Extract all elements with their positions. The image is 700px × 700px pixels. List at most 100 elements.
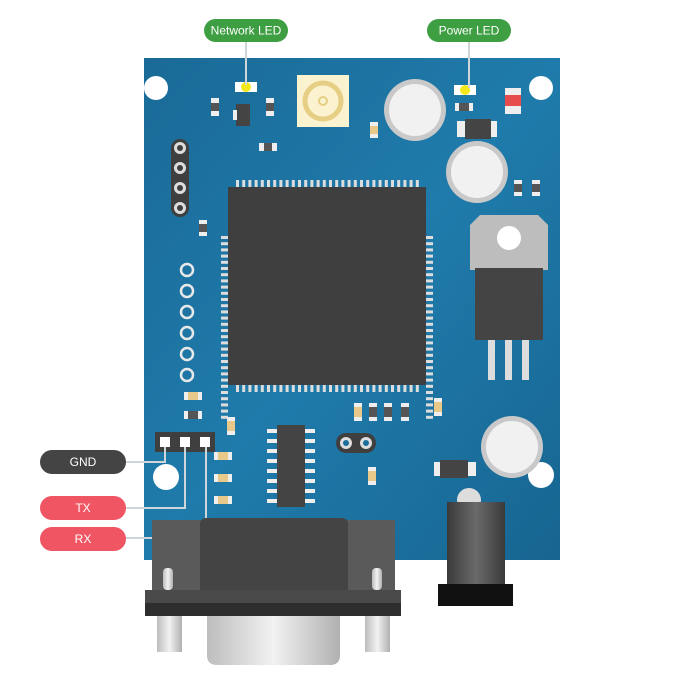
chip-pin	[341, 385, 345, 392]
through-hole	[179, 304, 195, 320]
chip-pin	[384, 385, 388, 392]
chip-pin	[221, 310, 228, 314]
chip-pin	[426, 260, 433, 264]
chip-pin	[347, 385, 351, 392]
chip-pin	[221, 248, 228, 252]
chip-pin	[426, 391, 433, 394]
chip-pin	[305, 459, 315, 463]
chip-pin	[310, 385, 314, 392]
chip-pin	[279, 385, 283, 392]
chip-pin	[221, 341, 228, 345]
chip-pin	[221, 397, 228, 401]
chip-pin	[426, 360, 433, 363]
chip-pin	[221, 378, 228, 382]
chip-pin	[403, 180, 407, 187]
chip-pin	[221, 347, 228, 351]
chip-pin	[415, 180, 419, 187]
chip-pin	[353, 180, 357, 187]
chip-pin	[426, 273, 433, 277]
chip-pin	[267, 385, 270, 392]
mounting-holes	[144, 76, 554, 490]
chip-pin	[267, 469, 277, 473]
chip-pin	[298, 385, 301, 392]
chip-pin	[221, 236, 228, 239]
chip-pin	[426, 279, 433, 283]
chip-pin	[347, 180, 351, 187]
chip-pin	[378, 385, 382, 392]
chip-pin	[221, 291, 228, 295]
chip-pin	[426, 322, 433, 326]
chip-pin	[221, 242, 228, 246]
chip-pin	[335, 180, 339, 187]
network-led-label: Network LED	[204, 19, 288, 42]
chip-pin	[298, 180, 301, 187]
chip-pin	[426, 335, 433, 339]
gnd-label: GND	[40, 450, 126, 474]
chip-pin	[409, 385, 413, 392]
chip-pin	[426, 236, 433, 239]
chip-pin	[335, 385, 339, 392]
chip-pin	[221, 360, 228, 363]
microcontroller-chip	[221, 180, 433, 419]
chip-pin	[221, 298, 228, 301]
chip-pin	[415, 385, 419, 392]
chip-pin	[360, 180, 363, 187]
chip-pin	[316, 385, 320, 392]
chip-pin	[285, 180, 289, 187]
chip-pin	[391, 180, 394, 187]
chip-pin	[322, 180, 326, 187]
voltage-regulator	[470, 215, 548, 380]
chip-pin	[305, 429, 315, 433]
serial-transceiver-chip	[267, 425, 315, 507]
antenna-connector	[297, 75, 349, 127]
chip-pin	[426, 298, 433, 301]
chip-pin	[221, 254, 228, 258]
chip-pin	[426, 384, 433, 388]
chip-pin	[305, 479, 315, 483]
chip-pin	[372, 385, 376, 392]
chip-pin	[260, 180, 264, 187]
through-hole	[179, 325, 195, 341]
chip-pin	[221, 372, 228, 376]
chip-pin	[378, 180, 382, 187]
rx-label: RX	[40, 527, 126, 551]
chip-pin	[236, 385, 239, 392]
chip-pin	[242, 385, 246, 392]
chip-pin	[426, 347, 433, 351]
chip-pin	[360, 385, 363, 392]
chip-pin	[260, 385, 264, 392]
chip-pin	[273, 385, 277, 392]
chip-pin	[426, 341, 433, 345]
chip-pin	[291, 180, 295, 187]
chip-pin	[397, 385, 401, 392]
chip-pin	[366, 385, 370, 392]
chip-pin	[426, 353, 433, 357]
serial-header	[155, 432, 215, 452]
chip-pin	[285, 385, 289, 392]
chip-pin	[305, 499, 315, 503]
chip-pin	[426, 366, 433, 370]
chip-pin	[221, 279, 228, 283]
chip-pin	[366, 180, 370, 187]
chip-pin	[254, 385, 258, 392]
chip-pin	[426, 329, 433, 332]
chip-pin	[221, 415, 228, 419]
chip-pin	[221, 353, 228, 357]
chip-pin	[221, 366, 228, 370]
chip-pin	[267, 479, 277, 483]
chip-pin	[426, 242, 433, 246]
through-hole	[179, 262, 195, 278]
through-hole	[179, 367, 195, 383]
chip-pin	[221, 273, 228, 277]
rx-label-text: RX	[75, 532, 92, 546]
tx-label-text: TX	[75, 501, 90, 515]
chip-pin	[267, 439, 277, 443]
db9-connector	[145, 518, 401, 665]
tx-label: TX	[40, 496, 126, 520]
chip-pin	[403, 385, 407, 392]
smd-components	[184, 88, 540, 504]
capacitors	[384, 79, 543, 478]
chip-pin	[329, 385, 332, 392]
chip-pin	[426, 310, 433, 314]
dc-power-jack	[438, 488, 513, 606]
